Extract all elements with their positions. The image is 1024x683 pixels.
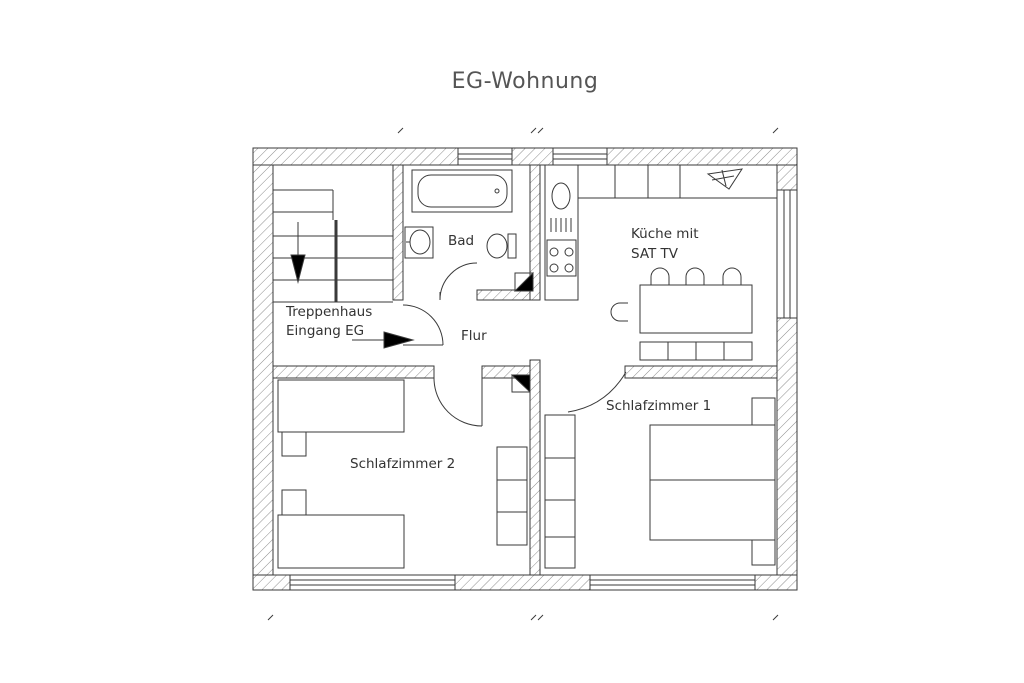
nightstand-bottom <box>751 539 776 566</box>
entrance-arrow <box>352 331 415 349</box>
bedroom-1-furniture <box>544 397 776 569</box>
wardrobe-bedroom-2 <box>496 446 528 546</box>
wall-top-3 <box>606 147 798 166</box>
stove-burner <box>549 263 559 273</box>
toilet-tank <box>507 233 517 259</box>
bedroom-2-furniture <box>277 379 528 569</box>
label-treppenhaus-line-1: Treppenhaus <box>285 304 372 320</box>
wall-bath-bottom <box>476 289 531 301</box>
bathtub-drain <box>494 188 500 194</box>
chair <box>610 302 628 322</box>
wall-stairwell-bedroom-2 <box>272 365 435 379</box>
window-bedroom-2 <box>289 574 456 591</box>
satellite-tv-icon-line <box>711 175 735 181</box>
window-frame <box>289 574 456 591</box>
kitchen <box>544 164 778 361</box>
wall-top-1 <box>252 147 459 166</box>
label-flur: Flur <box>461 328 487 344</box>
label-treppenhaus-line-2: Eingang EG <box>286 323 364 339</box>
tick-top-left <box>397 127 404 134</box>
stair-direction-arrow-icon <box>290 254 306 284</box>
window-frame <box>776 189 798 319</box>
label-schlafzimmer-2: Schlafzimmer 2 <box>350 456 455 472</box>
door-swing-bath <box>439 262 478 301</box>
shafts <box>510 271 534 394</box>
wall-right-2 <box>776 317 798 576</box>
bathtub <box>411 169 513 213</box>
bathtub-basin <box>417 174 508 208</box>
chair <box>722 267 742 285</box>
satellite-tv-icon-line <box>721 169 727 187</box>
satellite-tv-icon-outline <box>706 168 744 190</box>
window-kitchen-top <box>552 147 608 166</box>
shaft-hall-marker <box>510 374 531 394</box>
label-kueche-line-2: SAT TV <box>631 246 679 262</box>
tick-top-middle-a <box>530 127 537 134</box>
toilet-bowl <box>486 233 508 259</box>
wall-bottom-2 <box>454 574 591 591</box>
window-kitchen-right <box>776 189 798 319</box>
plan-title: EG-Wohnung <box>452 69 599 94</box>
washbasin-bowl <box>409 229 431 255</box>
double-bed <box>649 424 776 541</box>
stove <box>546 239 577 277</box>
doors <box>402 262 627 427</box>
wall-kitchen-bedroom-1 <box>624 365 778 379</box>
tick-top-right <box>772 127 779 134</box>
tick-top-middle-b <box>537 127 544 134</box>
door-swing-bedroom-1 <box>567 371 627 413</box>
wall-stairwell-bath <box>392 164 404 301</box>
bathroom-fixtures <box>404 169 517 259</box>
wall-bottom-1 <box>252 574 291 591</box>
window-bedroom-1 <box>589 574 756 591</box>
label-kueche-line-1: Küche mit <box>631 226 699 242</box>
kitchen-counter-left <box>544 164 579 301</box>
kitchen-counter-top <box>577 164 778 199</box>
nightstand-upper <box>281 431 307 457</box>
label-bad: Bad <box>448 233 474 249</box>
window-frame <box>589 574 756 591</box>
satellite-tv-icon <box>706 168 744 190</box>
kitchen-sink <box>551 182 571 210</box>
wardrobe-bedroom-1 <box>544 414 576 569</box>
nightstand-lower <box>281 489 307 516</box>
wall-bath-kitchen <box>529 164 541 301</box>
shaft-bath-marker <box>513 271 534 292</box>
dining-table <box>639 284 753 334</box>
nightstand-top <box>751 397 776 426</box>
staircase <box>273 189 393 303</box>
window-frame <box>457 147 513 166</box>
dimension-ticks <box>267 127 779 621</box>
window-bath <box>457 147 513 166</box>
tick-bottom-right <box>772 614 779 621</box>
wall-top-2 <box>511 147 554 166</box>
chair <box>685 267 705 285</box>
entrance-arrow-icon <box>383 331 415 349</box>
chair <box>650 267 670 285</box>
door-swing-stairwell <box>402 304 444 346</box>
label-schlafzimmer-1: Schlafzimmer 1 <box>606 398 711 414</box>
washbasin <box>404 226 434 259</box>
window-frame <box>552 147 608 166</box>
wall-bottom-3 <box>754 574 798 591</box>
tick-bottom-middle-b <box>537 614 544 621</box>
interior-walls <box>272 164 778 576</box>
wall-left <box>252 164 274 576</box>
bed-lower <box>277 514 405 569</box>
room-labels: Bad Küche mit SAT TV Treppenhaus Eingang… <box>285 226 711 472</box>
windows <box>289 147 798 591</box>
bed-upper <box>277 379 405 433</box>
tick-bottom-middle-a <box>530 614 537 621</box>
stove-burner <box>564 247 574 257</box>
door-swing-bedroom-2 <box>433 377 483 427</box>
tick-bottom-left <box>267 614 274 621</box>
wall-right-1 <box>776 164 798 191</box>
stove-burner <box>564 263 574 273</box>
stove-burner <box>549 247 559 257</box>
wall-bedrooms-divider <box>529 359 541 576</box>
